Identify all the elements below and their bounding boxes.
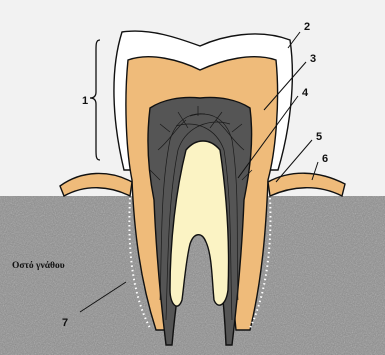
callout-5: 5 [316, 131, 322, 143]
callout-6: 6 [322, 153, 328, 165]
callout-3: 3 [310, 53, 316, 65]
callout-2: 2 [304, 21, 310, 33]
callout-4: 4 [302, 87, 309, 99]
callout-7: 7 [62, 317, 68, 329]
jaw-bone-label: Οστό γνάθου [12, 260, 65, 271]
callout-1: 1 [82, 95, 88, 107]
